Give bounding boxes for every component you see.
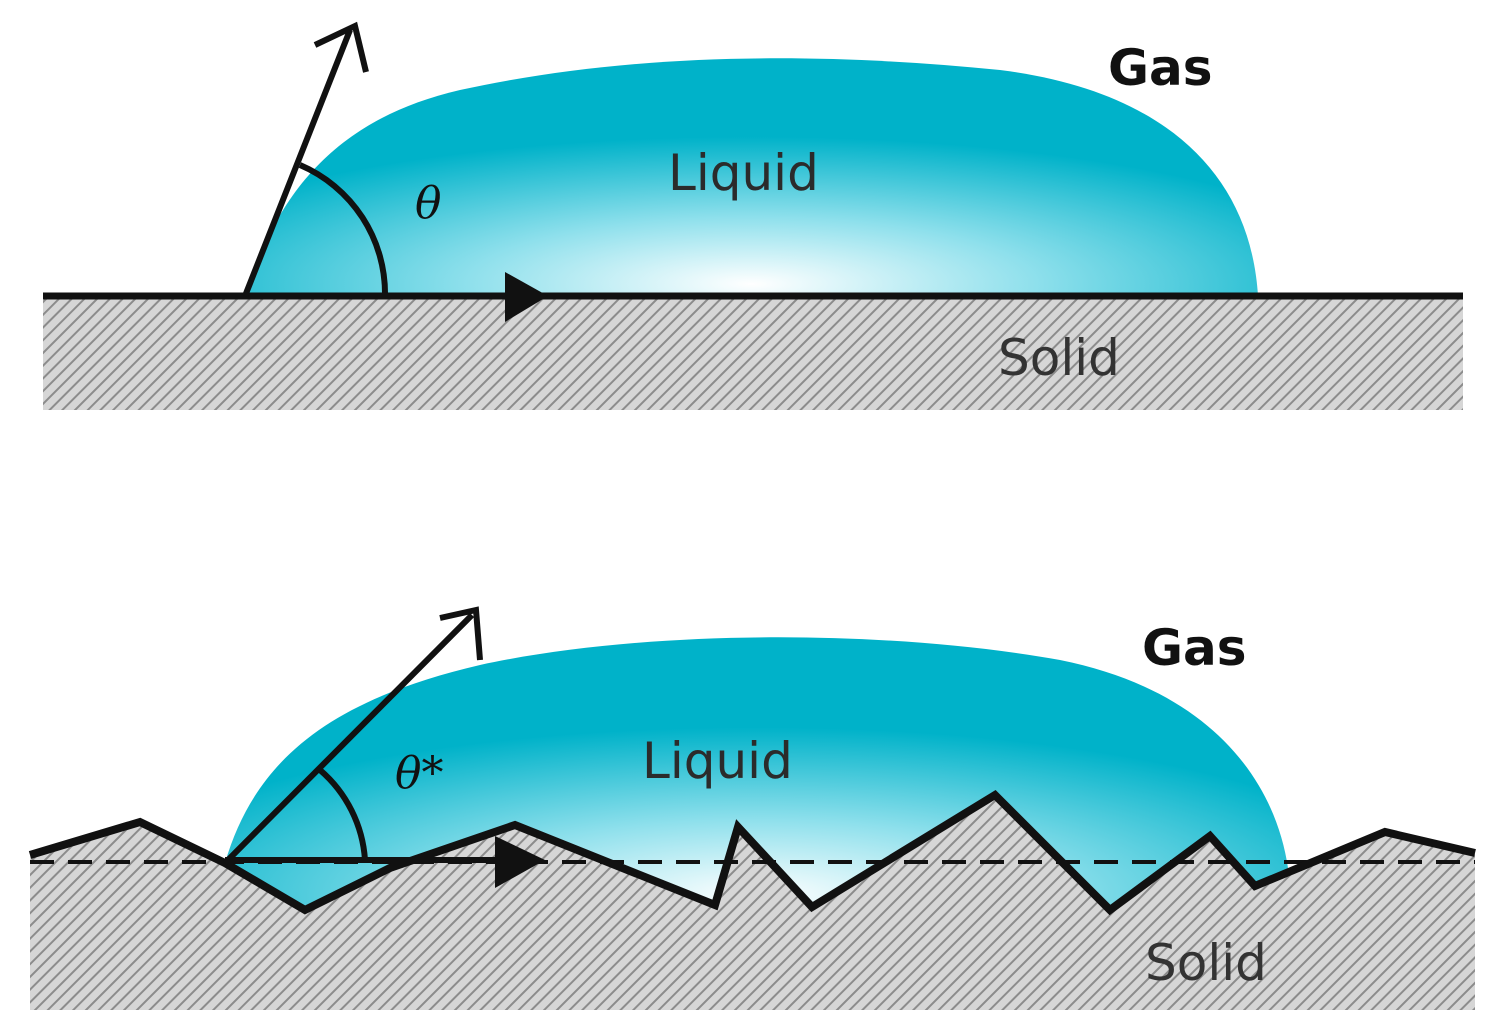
solid-block-smooth — [43, 296, 1463, 410]
panel-smooth: θ Liquid Gas Solid — [43, 21, 1463, 410]
liquid-droplet-rough — [225, 637, 1288, 910]
surface-arrowhead-smooth — [505, 272, 548, 322]
solid-label-rough: Solid — [1145, 934, 1267, 992]
rough-surface-profile — [28, 789, 1476, 916]
angle-label-rough: θ* — [395, 748, 444, 799]
gas-label-smooth: Gas — [1108, 39, 1213, 97]
tangent-arrowhead-smooth — [313, 21, 369, 73]
angle-arc-smooth — [298, 162, 389, 297]
gas-label-rough: Gas — [1142, 619, 1247, 677]
tangent-vector-rough — [222, 612, 475, 866]
liquid-label-rough: Liquid — [642, 732, 793, 790]
angle-arc-rough — [318, 767, 368, 861]
liquid-label-smooth: Liquid — [668, 144, 819, 202]
liquid-droplet-smooth — [245, 58, 1258, 296]
tangent-arrowhead-rough — [439, 606, 483, 661]
surface-arrowhead-rough — [495, 836, 545, 888]
solid-block-rough — [30, 795, 1475, 1010]
angle-label-smooth: θ — [415, 178, 442, 229]
panel-rough: θ* Liquid Gas Solid — [28, 606, 1476, 1010]
tangent-vector-smooth — [242, 28, 353, 298]
solid-label-smooth: Solid — [998, 329, 1120, 387]
